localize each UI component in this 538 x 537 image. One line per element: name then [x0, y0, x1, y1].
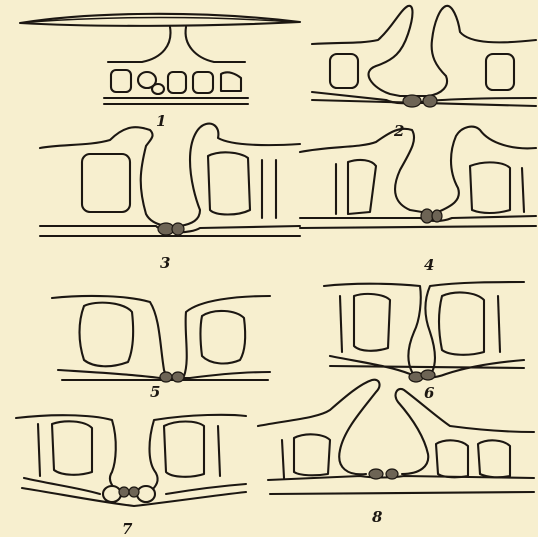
figure-5: [52, 296, 270, 382]
figure-label-8: 8: [372, 508, 383, 526]
figure-7: [16, 415, 246, 506]
figure-label-3: 3: [160, 254, 170, 272]
figure-label-4: 4: [424, 256, 434, 274]
figure-label-5: 5: [150, 383, 160, 401]
figure-4: [300, 127, 536, 228]
figure-3: [40, 124, 300, 236]
figure-8: [258, 380, 534, 494]
figure-label-1: 1: [156, 112, 166, 130]
figure-6: [324, 282, 524, 382]
figure-label-6: 6: [424, 384, 435, 402]
figure-1: [20, 14, 300, 104]
figure-2: [312, 6, 536, 107]
figure-label-7: 7: [122, 520, 133, 537]
